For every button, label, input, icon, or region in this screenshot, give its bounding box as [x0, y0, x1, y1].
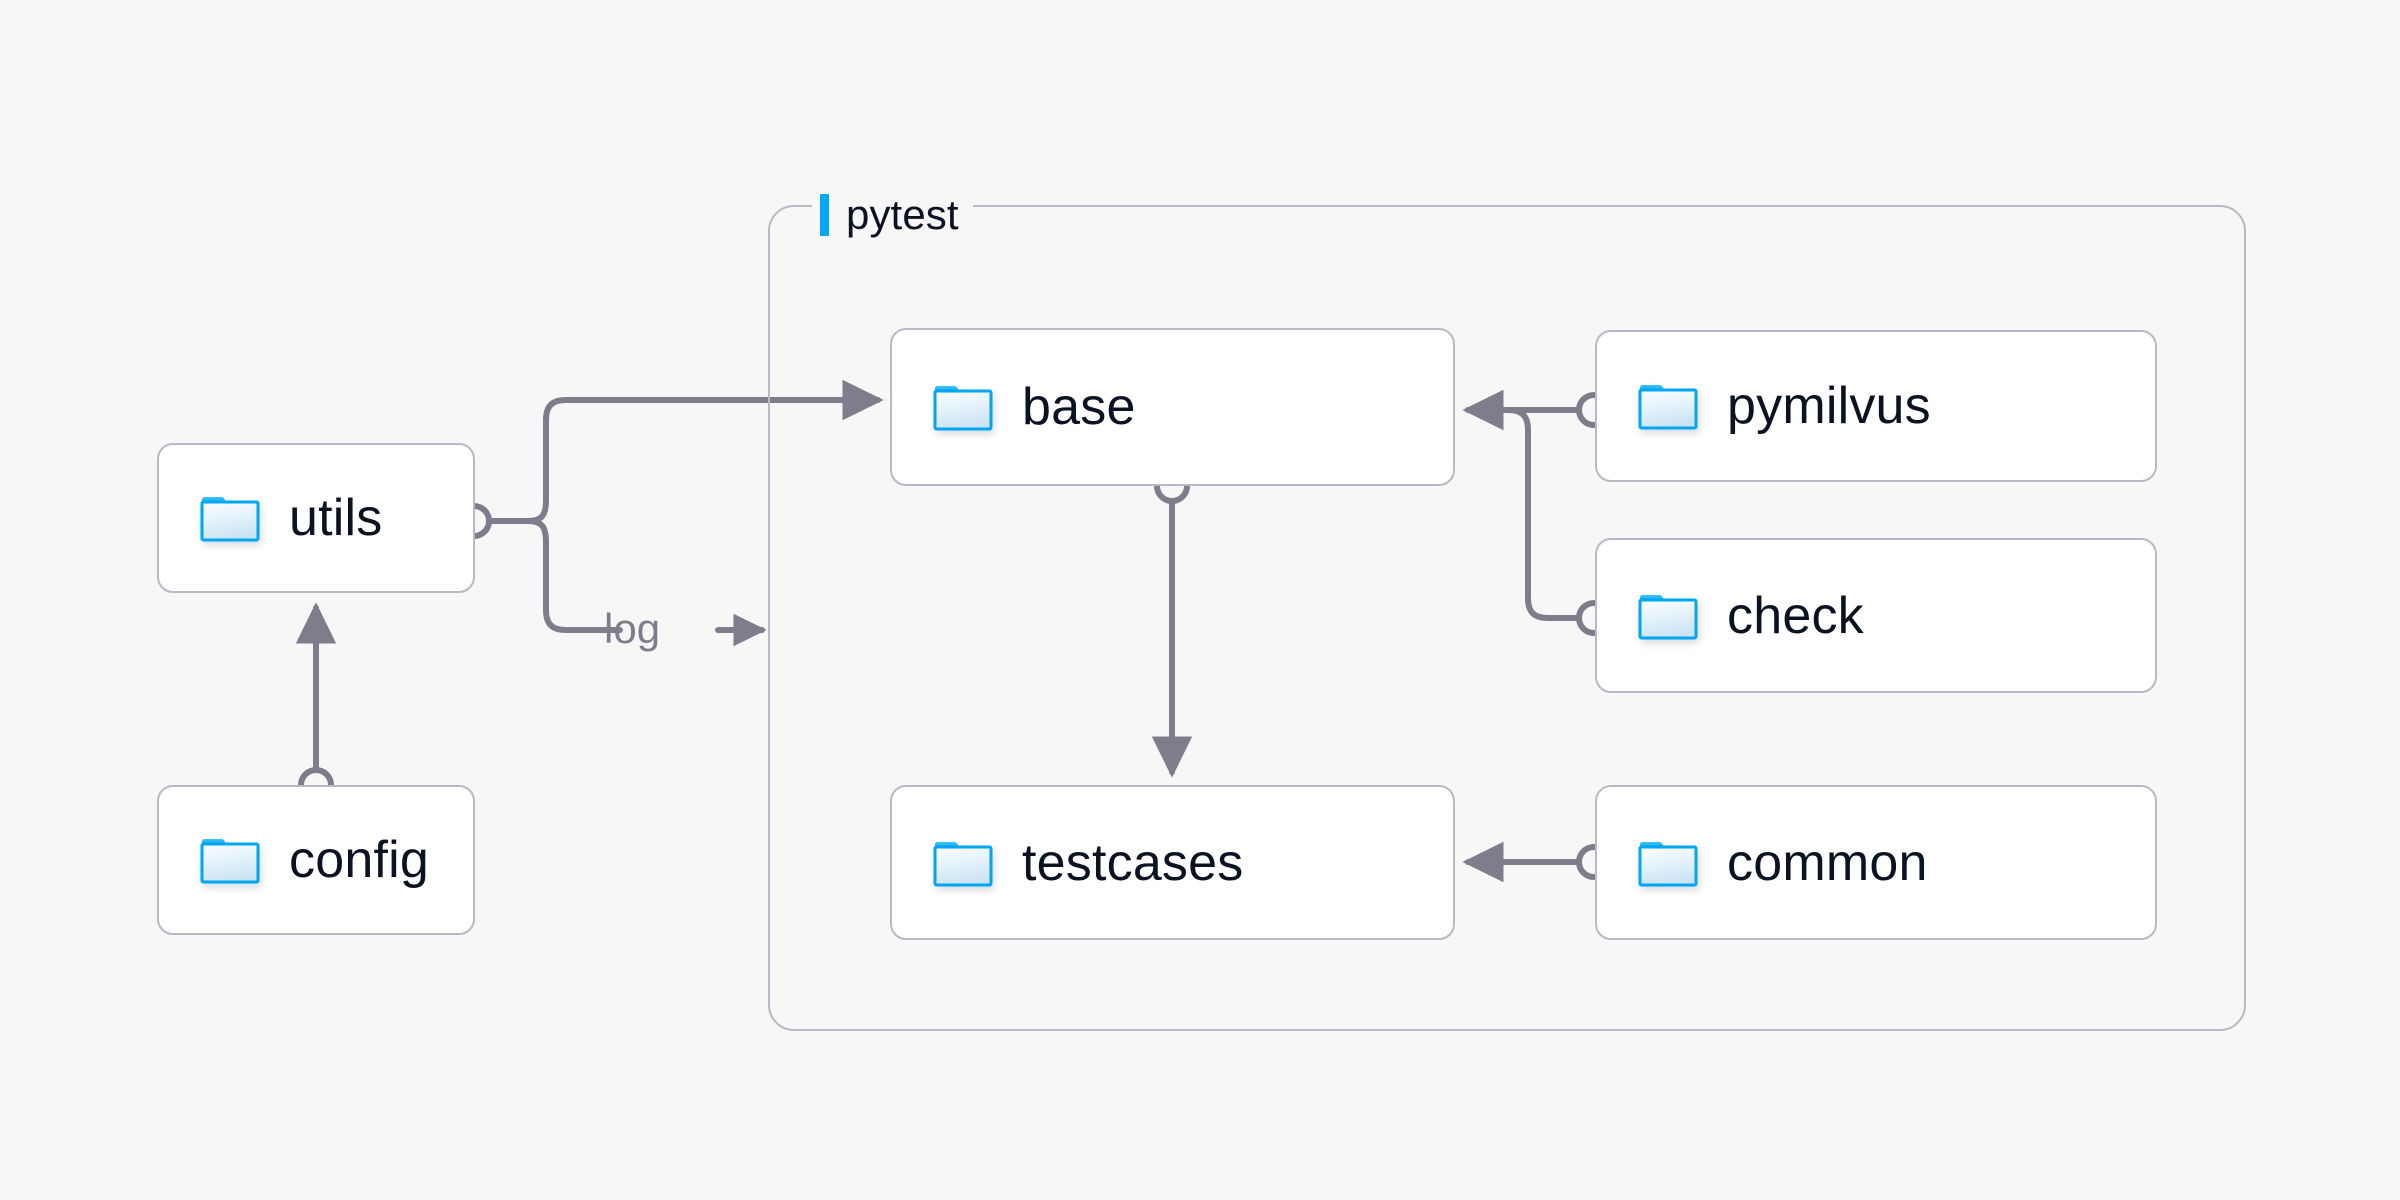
node-pymilvus[interactable]: pymilvus	[1595, 330, 2157, 482]
folder-icon	[932, 838, 994, 888]
node-label: common	[1727, 833, 1928, 892]
node-label: config	[289, 831, 429, 889]
node-common[interactable]: common	[1595, 785, 2157, 940]
node-label: base	[1022, 378, 1136, 436]
node-label: pymilvus	[1727, 377, 1931, 435]
node-config[interactable]: config	[157, 785, 475, 935]
folder-icon	[199, 835, 261, 885]
node-base[interactable]: base	[890, 328, 1455, 486]
node-check[interactable]: check	[1595, 538, 2157, 693]
folder-icon	[1637, 381, 1699, 431]
folder-icon	[199, 493, 261, 543]
accent-bar-icon	[820, 194, 829, 236]
folder-icon	[1637, 591, 1699, 641]
node-testcases[interactable]: testcases	[890, 785, 1455, 940]
folder-icon	[1637, 838, 1699, 888]
node-label: check	[1727, 586, 1864, 645]
edge-label-log: log	[604, 605, 661, 652]
group-container-pytest	[768, 205, 2246, 1031]
folder-icon	[932, 382, 994, 432]
node-label: testcases	[1022, 833, 1244, 892]
node-label: utils	[289, 489, 383, 547]
group-title-text: pytest	[846, 191, 959, 238]
group-label-pytest: pytest	[812, 188, 973, 242]
node-utils[interactable]: utils	[157, 443, 475, 593]
